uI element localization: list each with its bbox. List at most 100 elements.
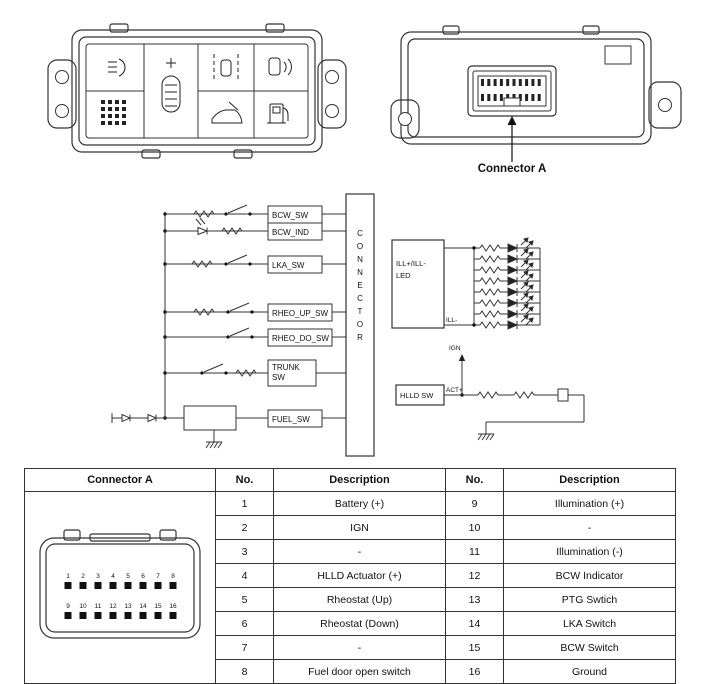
connector-letter: N xyxy=(357,255,363,264)
svg-text:16: 16 xyxy=(169,603,177,610)
svg-text:1: 1 xyxy=(66,573,70,580)
pin-numbers-bottom: 9 10 11 12 13 14 15 16 xyxy=(66,603,177,610)
pin-assignment-section: Connector A No. Description No. Descript… xyxy=(24,468,676,684)
circuit-diagram: BCW_SW BCW_IND LKA_SW xyxy=(111,193,585,457)
pin-no: 14 xyxy=(445,611,504,636)
panel-body-outline xyxy=(47,23,347,159)
button-grid-lines xyxy=(85,43,309,139)
connector-letter: N xyxy=(357,268,363,277)
fuel-sw-label: FUEL_SW xyxy=(272,415,310,424)
mounting-holes xyxy=(55,70,339,118)
fuel-door-switch-icon xyxy=(267,103,289,124)
rheo-down-label: RHEO_DO_SW xyxy=(272,334,329,343)
svg-text:15: 15 xyxy=(154,603,162,610)
col-header-no-left: No. xyxy=(215,468,274,492)
bcw-switch-icon xyxy=(268,57,292,76)
connector-letter: O xyxy=(357,320,363,329)
table-header-row: Connector A No. Description No. Descript… xyxy=(24,468,676,492)
act-plus-label: ACT+ xyxy=(446,387,463,394)
resistor-symbol xyxy=(477,391,499,399)
svg-text:2: 2 xyxy=(81,573,85,580)
connector-a-housing xyxy=(467,65,557,117)
col-header-connector: Connector A xyxy=(24,468,216,492)
illumination-led-block: ILL+/ILL- LED ILL- xyxy=(391,237,541,330)
pin-no: 12 xyxy=(445,563,504,588)
svg-text:7: 7 xyxy=(156,573,160,580)
table-row: 3 - 11 Illumination (-) xyxy=(25,539,676,564)
pin-no: 16 xyxy=(445,659,504,684)
connector-pin-table: Connector A No. Description No. Descript… xyxy=(24,468,676,684)
trunk-open-switch-icon xyxy=(211,101,243,124)
bcw-sw-label: BCW_SW xyxy=(272,211,308,220)
connector-a-pinout-drawing: 1 2 3 4 5 6 7 8 xyxy=(39,528,201,639)
pin-desc: Ground xyxy=(503,659,676,684)
svg-text:13: 13 xyxy=(124,603,132,610)
pin-desc: Illumination (-) xyxy=(503,539,676,564)
svg-text:14: 14 xyxy=(139,603,147,610)
trunk-sw-label-2: SW xyxy=(272,373,285,382)
bcw-ind-branch: BCW_IND xyxy=(165,217,346,241)
led-symbol xyxy=(473,237,541,253)
lka-sw-label: LKA_SW xyxy=(272,261,305,270)
ill-minus-label: ILL- xyxy=(446,317,457,324)
pin-no: 1 xyxy=(215,491,274,516)
svg-text:6: 6 xyxy=(141,573,145,580)
led-symbol xyxy=(473,292,541,308)
pin-no: 3 xyxy=(215,539,274,564)
connector-a-caption: Connector A xyxy=(477,163,547,175)
svg-text:4: 4 xyxy=(111,573,115,580)
pin-no: 10 xyxy=(445,515,504,540)
ign-arrow xyxy=(458,354,466,361)
pin-desc: Fuel door open switch xyxy=(273,659,446,684)
pinout-housing xyxy=(39,528,201,639)
pin-desc: LKA Switch xyxy=(503,611,676,636)
pin-desc: - xyxy=(503,515,676,540)
resistor-symbol xyxy=(513,391,535,399)
led-symbol xyxy=(473,248,541,264)
trunk-sw-branch: TRUNK SW xyxy=(165,359,346,387)
diode-symbol xyxy=(147,414,157,422)
connector-letter: O xyxy=(357,242,363,251)
led-symbol xyxy=(473,259,541,275)
pin-desc: IGN xyxy=(273,515,446,540)
pin-no: 6 xyxy=(215,611,274,636)
col-header-desc-right: Description xyxy=(503,468,676,492)
switch-panel-rear-view xyxy=(390,25,682,162)
diode-symbol xyxy=(121,414,131,422)
pin-numbers-top: 1 2 3 4 5 6 7 8 xyxy=(66,573,175,580)
col-header-desc-left: Description xyxy=(273,468,446,492)
ign-label: IGN xyxy=(449,345,461,352)
pin-desc: PTG Swtich xyxy=(503,587,676,612)
headlight-leveling-icon xyxy=(108,58,126,77)
trunk-sw-label-1: TRUNK xyxy=(272,363,300,372)
pin-squares-bottom xyxy=(64,611,177,619)
lka-sw-branch: LKA_SW xyxy=(165,254,346,274)
connector-letter: E xyxy=(357,281,362,290)
left-bus xyxy=(163,212,167,420)
dimmer-switch-icon xyxy=(161,58,181,113)
bcw-ind-label: BCW_IND xyxy=(272,228,309,237)
pin-desc: - xyxy=(273,635,446,660)
rheo-down-branch: RHEO_DO_SW xyxy=(165,327,346,347)
grille-icon xyxy=(101,100,126,125)
connector-key-notch xyxy=(503,97,521,107)
svg-text:5: 5 xyxy=(126,573,130,580)
led-symbol xyxy=(473,303,541,319)
ill-block-label-1: ILL+/ILL- xyxy=(396,259,426,268)
pin-desc: Rheostat (Down) xyxy=(273,611,446,636)
pin-squares-top xyxy=(64,581,177,589)
pin-no: 11 xyxy=(445,539,504,564)
rear-mounting-holes xyxy=(398,98,672,126)
pin-desc: BCW Indicator xyxy=(503,563,676,588)
hlld-circuit: HLLD SW ACT+ xyxy=(395,384,585,441)
rear-detail-box xyxy=(604,45,632,65)
switch-panel-front-view xyxy=(47,23,347,159)
actuator-component xyxy=(557,388,569,402)
pin-desc: HLLD Actuator (+) xyxy=(273,563,446,588)
svg-text:3: 3 xyxy=(96,573,100,580)
led-symbol xyxy=(473,270,541,286)
table-row: 1 2 3 4 5 6 7 8 xyxy=(24,491,676,684)
pin-desc: BCW Switch xyxy=(503,635,676,660)
pin-no: 9 xyxy=(445,491,504,516)
